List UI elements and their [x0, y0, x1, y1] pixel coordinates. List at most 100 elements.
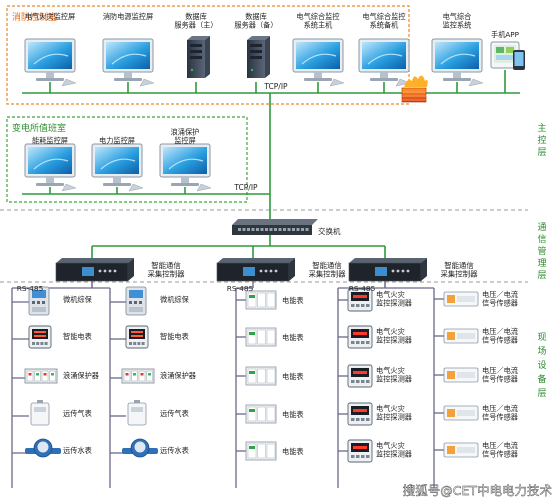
col1-device-1	[28, 286, 50, 316]
top-device-label: 电气综合	[443, 12, 472, 21]
detector-digits	[353, 295, 367, 298]
top-device-8	[490, 41, 525, 70]
col5-label: 信号传感器	[482, 299, 518, 308]
switch-port	[251, 228, 255, 231]
power-led	[190, 68, 194, 72]
monitor-stand	[114, 78, 142, 81]
spd-indicator	[36, 373, 39, 376]
controller-knob	[98, 269, 102, 273]
controller-side	[289, 258, 295, 281]
meter-digits	[34, 335, 46, 337]
keyboard	[139, 78, 155, 87]
screen-highlight	[33, 53, 69, 65]
col4-label: 监控探测器	[376, 413, 412, 422]
detector-digits	[353, 446, 367, 449]
phone-screen	[514, 52, 524, 66]
energy-meter-module	[266, 443, 276, 459]
controller-label: 采集控制器	[309, 270, 347, 279]
col4-label: 电气火灾	[376, 290, 405, 299]
detector-key	[356, 341, 360, 344]
drive-bay	[250, 56, 262, 59]
controller-display	[243, 267, 255, 276]
switch-port	[269, 228, 273, 231]
spd-indicator	[148, 373, 151, 376]
col1-device-5	[25, 438, 61, 458]
col3-device-1	[245, 290, 277, 310]
col5-device-2	[443, 328, 479, 344]
controller-knob	[396, 269, 400, 273]
tcpip-label-top: TCP/IP	[263, 82, 288, 91]
top-device-label: 数据库	[185, 12, 207, 21]
col4-label: 监控探测器	[376, 450, 412, 459]
detector-key	[351, 304, 355, 307]
comm-controller-1	[55, 258, 134, 282]
main-control-layer-label: 层	[537, 147, 546, 158]
meter-digits	[131, 331, 143, 333]
drive-bay	[190, 50, 202, 53]
col2-device-5	[122, 438, 158, 458]
controller-knob	[269, 269, 273, 273]
col3-device-3	[245, 366, 277, 386]
controller-side	[421, 258, 427, 281]
monitor-neck	[453, 72, 461, 78]
screen-highlight	[367, 53, 403, 65]
switch-port	[305, 228, 309, 231]
meter-key	[32, 342, 35, 345]
screen-highlight	[111, 53, 147, 65]
main-control-layer-label: 控	[537, 134, 546, 146]
server-top	[187, 36, 210, 40]
controller-knob	[406, 269, 410, 273]
spd-module	[41, 370, 49, 382]
col5-label: 电压／电流	[482, 404, 518, 413]
detector-key	[361, 380, 365, 383]
meter-digits	[34, 331, 46, 333]
col1-label: 智能电表	[63, 332, 92, 341]
energy-meter-module	[257, 292, 266, 308]
mid-device-label: 浪涌保护	[171, 128, 200, 137]
spd-module	[131, 370, 138, 382]
screen-highlight	[100, 158, 136, 170]
energy-meter-module	[257, 368, 266, 384]
col1-device-4	[30, 400, 50, 426]
drive-bay	[250, 50, 262, 53]
top-device-7	[431, 38, 484, 87]
top-device-6	[358, 38, 411, 87]
detector-key	[351, 418, 355, 421]
fire-control-room-label: 消防控制室	[12, 11, 57, 23]
detector-key	[351, 341, 355, 344]
energy-meter-lcd	[249, 295, 255, 298]
keyboard	[128, 183, 144, 192]
col5-label: 信号传感器	[482, 375, 518, 384]
controller-knob	[103, 269, 107, 273]
relay-key	[42, 301, 45, 304]
energy-meter-module	[257, 329, 266, 345]
gas-meter-window	[34, 407, 46, 412]
relay-key	[134, 301, 137, 304]
relay-display	[129, 290, 143, 298]
col3-label: 电能表	[282, 296, 304, 305]
col5-label: 信号传感器	[482, 336, 518, 345]
equipment	[24, 36, 525, 463]
gas-meter-window	[131, 407, 143, 412]
col3-device-5	[245, 441, 277, 461]
col4-label: 监控探测器	[376, 336, 412, 345]
energy-meter-module	[247, 443, 257, 459]
energy-meter-module	[247, 329, 257, 345]
screen-highlight	[301, 53, 337, 65]
col1-label: 浪涌保护器	[63, 371, 99, 380]
controller-knob	[113, 269, 117, 273]
network-switch	[232, 219, 318, 235]
screen-highlight	[33, 158, 69, 170]
top-device-label: 系统备机	[370, 21, 400, 30]
meter-key	[36, 342, 40, 345]
controller-label: 智能通信	[151, 261, 181, 270]
switch-port	[301, 228, 304, 231]
spd-indicator	[43, 373, 47, 376]
controller-knob	[264, 269, 268, 273]
gas-meter-inlet	[37, 400, 43, 403]
sensor-terminal	[447, 295, 455, 303]
monitor-stand	[36, 78, 64, 81]
switch-port	[296, 228, 300, 231]
col3-device-2	[245, 327, 277, 347]
